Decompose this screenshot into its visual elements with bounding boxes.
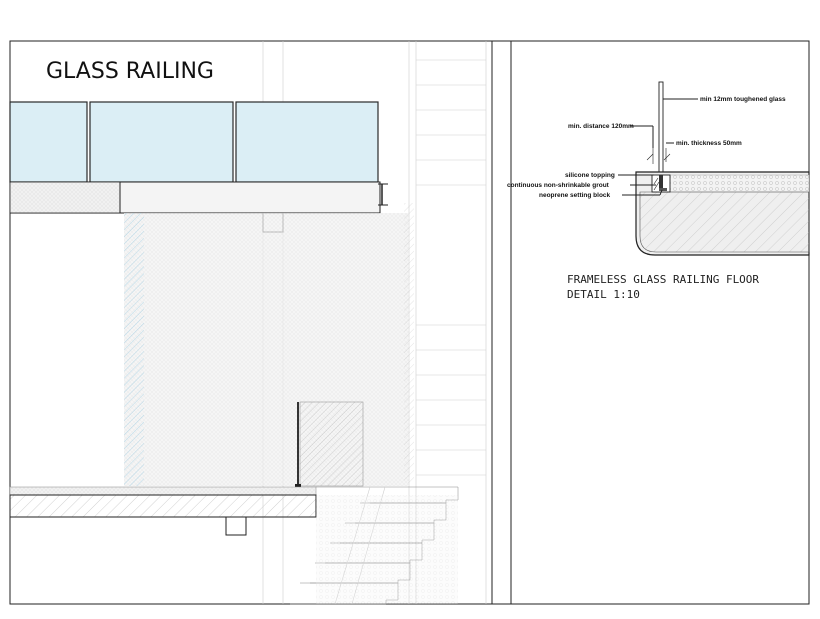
elevation-view (9, 41, 487, 605)
detail-caption-line2: DETAIL 1:10 (567, 288, 640, 301)
lower-floor-slab (9, 486, 317, 536)
detail-caption-line1: FRAMELESS GLASS RAILING FLOOR (567, 273, 759, 286)
label-silicone-topping: silicone topping (565, 172, 615, 179)
label-toughened-glass: min 12mm toughened glass (700, 96, 786, 103)
glass-panel-2 (89, 101, 234, 183)
slab-beam-lower (225, 516, 247, 536)
label-grout: continuous non-shrinkable grout (507, 182, 610, 189)
label-neoprene-block: neoprene setting block (539, 192, 611, 199)
lower-glass-detail (295, 401, 364, 494)
glass-panel-1 (9, 101, 88, 183)
detail-screed (669, 174, 810, 193)
wall-section (124, 203, 414, 486)
label-min-thickness: min. thickness 50mm (676, 140, 742, 147)
detail-setting-block (659, 188, 667, 191)
label-min-distance: min. distance 120mm (568, 123, 634, 130)
stair-treads (290, 486, 459, 605)
drawing-title: GLASS RAILING (46, 59, 214, 84)
railing-detail-view (618, 81, 810, 256)
glass-panels (9, 101, 379, 183)
glass-panel-3 (235, 101, 379, 183)
upper-floor-slab (9, 181, 388, 233)
